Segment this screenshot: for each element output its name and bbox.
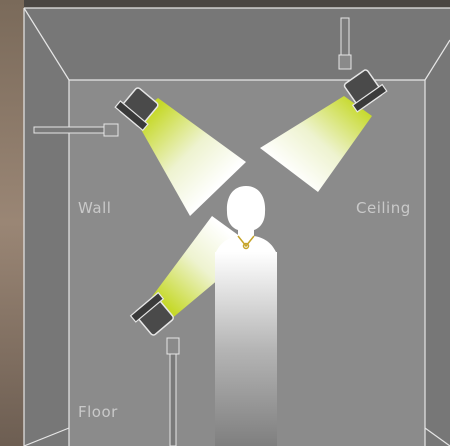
floor-label: Floor bbox=[78, 403, 118, 421]
wall-label: Wall bbox=[78, 199, 111, 217]
photo-background-left bbox=[0, 0, 24, 446]
ceiling-label: Ceiling bbox=[356, 199, 411, 217]
pedestal-icon bbox=[215, 252, 277, 446]
